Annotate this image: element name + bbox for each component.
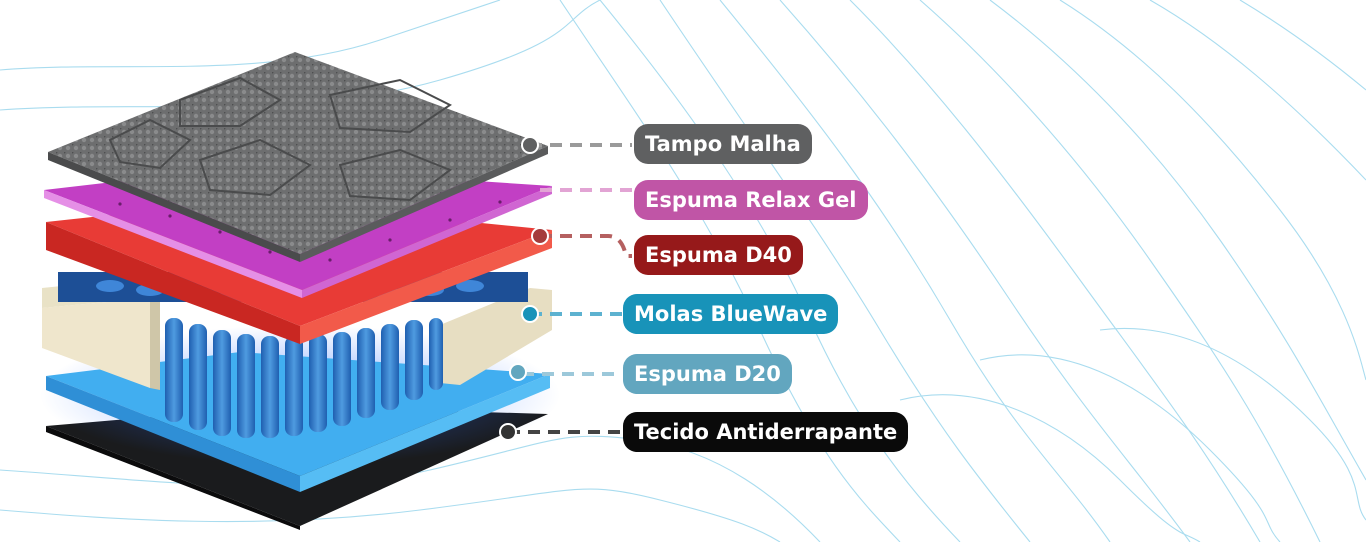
label-tecido-antiderrapante: Tecido Antiderrapante (623, 412, 909, 452)
label-espuma-d20: Espuma D20 (623, 354, 792, 394)
layer-tampo-malha (48, 52, 548, 262)
dot-molas-bluewave (521, 305, 539, 323)
dot-espuma-d40 (531, 227, 549, 245)
dot-tecido-antiderrapante (499, 423, 517, 441)
dot-espuma-d20 (509, 363, 527, 381)
connector-dots (499, 136, 549, 441)
dot-tampo-malha (521, 136, 539, 154)
label-molas-bluewave: Molas BlueWave (623, 294, 839, 334)
label-tampo-malha: Tampo Malha (634, 124, 812, 164)
connector-lines (508, 143, 632, 434)
connector-espuma-d40 (540, 234, 632, 258)
hexagon-pattern (108, 76, 453, 202)
spring-columns (165, 318, 443, 438)
label-espuma-d40: Espuma D40 (634, 235, 803, 275)
label-espuma-relax-gel: Espuma Relax Gel (634, 180, 868, 220)
